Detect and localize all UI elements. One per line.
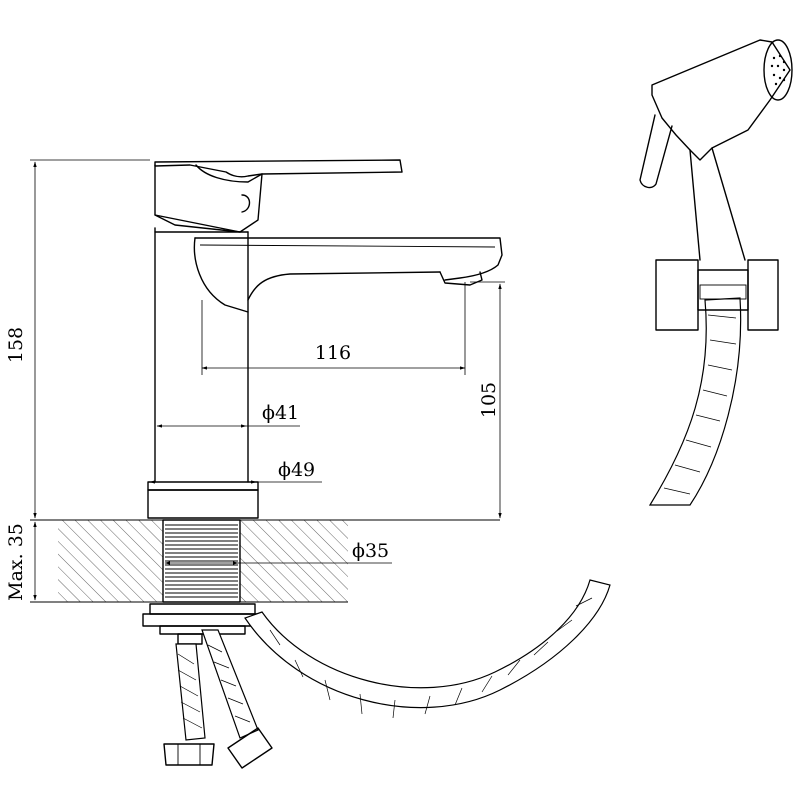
shower-nozzle-holes: [770, 54, 786, 86]
dim-label-phi41: ϕ41: [262, 402, 299, 424]
dim-label-105: 105: [478, 382, 500, 418]
hand-shower-icon: [639, 39, 793, 331]
dim-label-max35: Max. 35: [5, 523, 27, 601]
dim-label-phi49: ϕ49: [278, 459, 315, 481]
dimension-labels: 158 Max. 35 116 105 ϕ41 ϕ49 ϕ35: [5, 327, 500, 601]
braided-hose-icon: [163, 297, 742, 769]
dim-label-158: 158: [5, 327, 27, 363]
dimension-lines: [30, 159, 505, 601]
countertop-section: [30, 519, 500, 603]
faucet-icon: [142, 159, 503, 645]
dim-label-phi35: ϕ35: [352, 540, 389, 562]
thread-lines: [165, 524, 238, 598]
dim-label-116: 116: [315, 342, 351, 364]
